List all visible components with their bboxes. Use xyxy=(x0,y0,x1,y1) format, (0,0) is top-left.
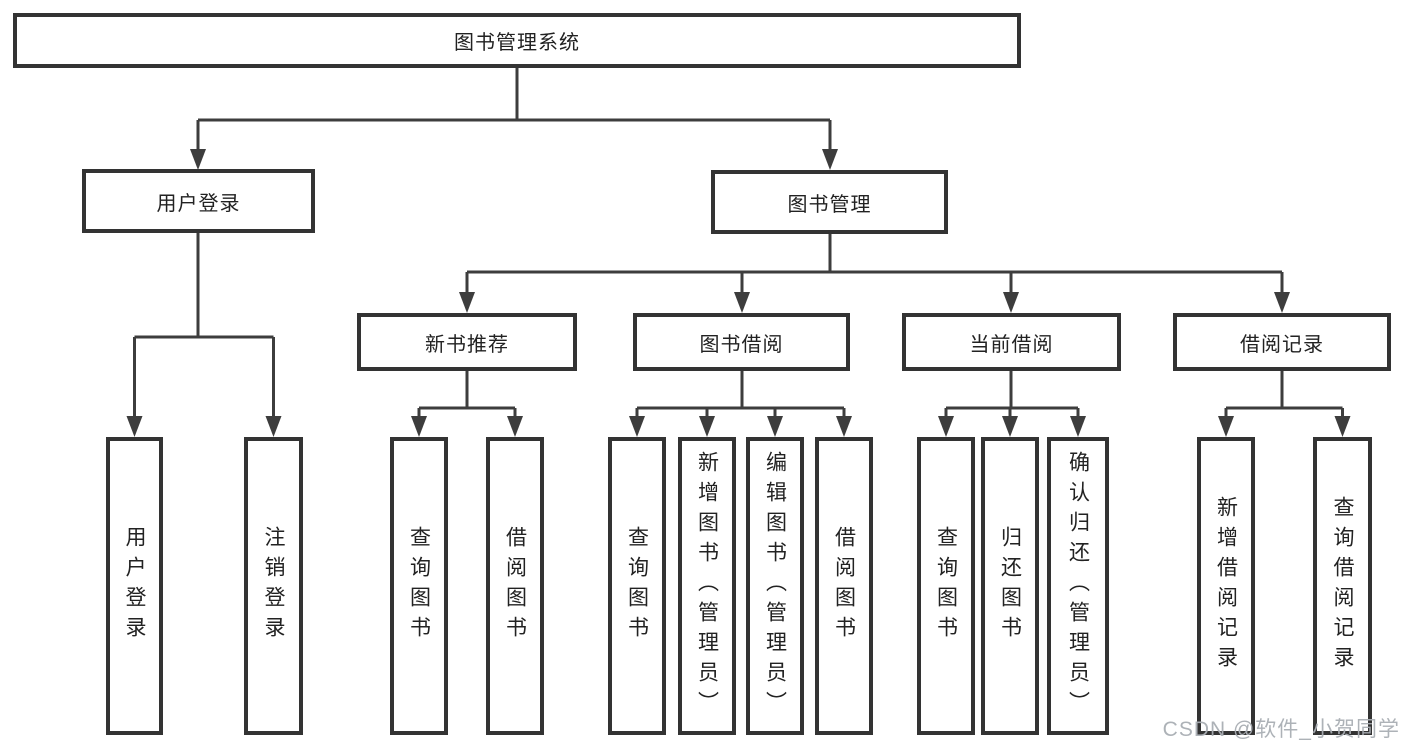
node-current-borrow: 当前借阅 xyxy=(902,313,1121,371)
node-label: 查询借阅记录 xyxy=(1331,496,1354,676)
node-borrow-record: 借阅记录 xyxy=(1173,313,1391,371)
node-book-management: 图书管理 xyxy=(711,170,948,234)
node-leaf-logout: 注销登录 xyxy=(244,437,303,735)
node-label: 当前借阅 xyxy=(969,333,1054,356)
node-label: 编辑图书（管理员） xyxy=(763,451,787,721)
node-leaf-borrow-books-1: 借阅图书 xyxy=(486,437,544,735)
node-leaf-query-borrow-record: 查询借阅记录 xyxy=(1313,437,1372,735)
node-new-book-recommend: 新书推荐 xyxy=(357,313,577,371)
node-leaf-add-borrow-record: 新增借阅记录 xyxy=(1197,437,1255,735)
node-leaf-borrow-books-2: 借阅图书 xyxy=(815,437,873,735)
node-label: 查询图书 xyxy=(407,526,431,646)
node-book-borrow: 图书借阅 xyxy=(633,313,850,371)
node-leaf-query-books-1: 查询图书 xyxy=(390,437,448,735)
node-user-login: 用户登录 xyxy=(82,169,315,233)
node-leaf-return-books: 归还图书 xyxy=(981,437,1039,735)
node-label: 用户登录 xyxy=(156,192,241,215)
node-label: 新书推荐 xyxy=(425,333,509,356)
node-label: 归还图书 xyxy=(998,526,1022,646)
node-leaf-edit-books-admin: 编辑图书（管理员） xyxy=(746,437,804,735)
node-label: 新增借阅记录 xyxy=(1214,496,1238,676)
node-label: 确认归还（管理员） xyxy=(1066,451,1090,721)
node-label: 借阅图书 xyxy=(503,526,527,646)
node-label: 查询图书 xyxy=(934,526,958,646)
node-leaf-query-books-2: 查询图书 xyxy=(608,437,666,735)
node-label: 借阅图书 xyxy=(832,526,856,646)
node-label: 注销登录 xyxy=(262,526,285,646)
node-label: 图书管理 xyxy=(787,193,872,216)
csdn-watermark: CSDN @软件_小贺同学 xyxy=(1162,718,1400,741)
node-leaf-user-login: 用户登录 xyxy=(106,437,163,735)
node-label: 新增图书（管理员） xyxy=(695,451,719,721)
node-label: 查询图书 xyxy=(625,526,649,646)
node-leaf-query-books-3: 查询图书 xyxy=(917,437,975,735)
node-leaf-confirm-return-admin: 确认归还（管理员） xyxy=(1047,437,1109,735)
node-label: 图书管理系统 xyxy=(454,32,580,54)
node-label: 用户登录 xyxy=(123,526,146,646)
node-label: 图书借阅 xyxy=(699,333,784,356)
node-label: 借阅记录 xyxy=(1240,333,1324,356)
node-leaf-add-books-admin: 新增图书（管理员） xyxy=(678,437,736,735)
node-root-library-system: 图书管理系统 xyxy=(13,13,1021,68)
